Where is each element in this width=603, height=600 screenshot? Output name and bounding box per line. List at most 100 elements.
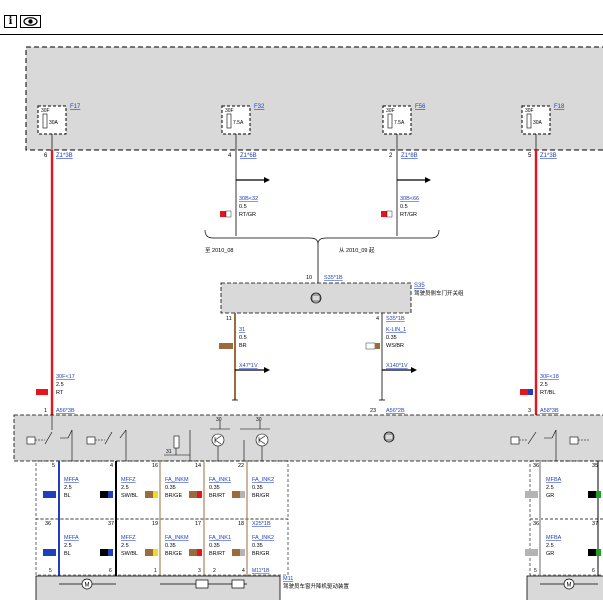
fuse-top-label: 30F <box>225 108 234 114</box>
svg-text:0.35: 0.35 <box>165 543 176 549</box>
fuse-rating: 7.5A <box>233 120 244 126</box>
module-desc: 驾驶员侧车门开关组 <box>414 289 464 297</box>
variant-right: 从 2010_09 起 <box>339 247 375 254</box>
wire-link[interactable]: FA_INKM <box>165 535 189 541</box>
connector-link[interactable]: X47*1V <box>239 363 258 369</box>
wire-link[interactable]: K-LIN_1 <box>386 327 406 333</box>
svg-text:0.35: 0.35 <box>209 543 220 549</box>
connector-link[interactable]: S35*1B <box>324 275 343 281</box>
connector-link[interactable]: X25*1B <box>252 521 271 527</box>
connector-row-2 <box>35 518 289 576</box>
connector-link[interactable]: Z1*8B <box>401 153 418 159</box>
wire-color: RT/GR <box>400 212 417 218</box>
wire-color-swatch <box>525 549 538 556</box>
wire-color: RT/GR <box>239 212 256 218</box>
wire-link[interactable]: MFFA <box>64 535 79 541</box>
svg-text:35: 35 <box>592 463 598 469</box>
connector-link[interactable]: A58*3B <box>540 408 559 414</box>
variant-left: 至 2010_08 <box>205 247 233 254</box>
wire-link[interactable]: MFFZ <box>121 477 136 483</box>
svg-text:37: 37 <box>592 521 598 527</box>
connector-row-2-right <box>529 518 603 576</box>
pin-label: 10 <box>306 275 312 281</box>
view-button[interactable] <box>20 15 41 28</box>
svg-text:2.5: 2.5 <box>64 485 72 491</box>
wire-link[interactable]: MFBA <box>546 535 562 541</box>
wire-link[interactable]: 31 <box>239 327 245 333</box>
connector-link[interactable]: X140*1V <box>386 363 408 369</box>
fuse-link-f32[interactable]: F32 <box>254 104 265 110</box>
connector-row-1 <box>35 460 289 520</box>
wire-color: RT <box>56 390 64 396</box>
connector-link[interactable]: S35*1B <box>386 316 405 322</box>
svg-text:M: M <box>85 583 90 589</box>
svg-text:36: 36 <box>45 521 51 527</box>
motor-link-m11[interactable]: M11 <box>283 576 293 582</box>
wire-color-swatch <box>588 491 596 498</box>
svg-text:BR/GR: BR/GR <box>252 493 269 499</box>
wire-color-swatch <box>43 491 56 498</box>
connector-link[interactable]: Z1*3B <box>540 153 557 159</box>
pin-label: 4 <box>376 316 379 322</box>
wire-size: 0.5 <box>239 204 247 210</box>
motor-pins: 5 6 1 3 2 4 M11*1B 5 6 <box>49 568 595 574</box>
svg-text:BR/GE: BR/GE <box>165 551 182 557</box>
wire-color: RT/BL <box>540 390 556 396</box>
svg-text:0.35: 0.35 <box>252 485 263 491</box>
fuse-link-f18[interactable]: F18 <box>554 104 565 110</box>
svg-text:SW/BL: SW/BL <box>121 493 138 499</box>
connector-link[interactable]: M11*1B <box>252 568 270 574</box>
info-button[interactable]: i <box>4 15 17 28</box>
wire-color-swatch <box>520 389 528 395</box>
branch-link[interactable]: 30B<66 <box>400 196 419 202</box>
connector-link[interactable]: A56*2B <box>386 408 405 414</box>
wire-color-swatch <box>588 549 596 556</box>
wire-link[interactable]: MFBA <box>546 477 562 483</box>
wire-link[interactable]: 30F<18 <box>540 374 559 380</box>
fuse-icon <box>42 113 48 129</box>
connector-link[interactable]: Z1*3B <box>56 153 73 159</box>
svg-text:4: 4 <box>110 463 113 469</box>
svg-text:0.35: 0.35 <box>252 543 263 549</box>
svg-text:16: 16 <box>152 463 158 469</box>
svg-text:3: 3 <box>198 568 201 574</box>
connector-link[interactable]: Z1*6B <box>240 153 257 159</box>
wire-link[interactable]: MFFZ <box>121 535 136 541</box>
branch-link[interactable]: 30B<32 <box>239 196 258 202</box>
wire-link[interactable]: 30F<17 <box>56 374 75 380</box>
svg-text:BL: BL <box>64 493 71 499</box>
control-module <box>13 414 603 462</box>
module-symbol-icon <box>310 292 322 304</box>
row2-labels: 36 MFFA 2.5 BL 37 MFFZ 2.5 SW/BL 19 FA_I… <box>43 521 601 557</box>
wire-link[interactable]: FA_INKM <box>165 477 189 483</box>
wire-color-swatch <box>381 211 391 217</box>
svg-text:5: 5 <box>534 568 537 574</box>
wire-link[interactable]: FA_INK1 <box>209 477 231 483</box>
fuse-icon <box>226 113 232 129</box>
svg-text:14: 14 <box>195 463 201 469</box>
wire-color-swatch <box>189 549 197 556</box>
wire-color-swatch <box>219 343 233 349</box>
wire-link[interactable]: FA_INK2 <box>252 477 274 483</box>
relay-switch-right <box>510 429 590 461</box>
wire-link[interactable]: MFFA <box>64 477 79 483</box>
fuse-link-f56[interactable]: F56 <box>415 104 426 110</box>
connector-link[interactable]: A56*3B <box>56 408 75 414</box>
wire-color-swatch <box>100 491 108 498</box>
fuse-icon <box>387 113 393 129</box>
fuse-icon <box>526 113 532 129</box>
wire-color-swatch <box>525 491 538 498</box>
wire-link[interactable]: FA_INK2 <box>252 535 274 541</box>
svg-text:2: 2 <box>213 568 216 574</box>
pin-label: 30 <box>256 417 262 423</box>
switch-module-s35 <box>220 282 412 314</box>
svg-text:2.5: 2.5 <box>64 543 72 549</box>
fuse-link-f17[interactable]: F17 <box>70 104 81 110</box>
svg-text:BR/RT: BR/RT <box>209 551 226 557</box>
motor-internals: M M <box>59 578 598 590</box>
relay-switch-left <box>26 415 127 461</box>
module-link-s35[interactable]: S35 <box>414 283 425 289</box>
wire-link[interactable]: FA_INK1 <box>209 535 231 541</box>
fuse-f18: 30F 30A <box>521 105 551 150</box>
pin-label: 1 <box>44 408 47 414</box>
